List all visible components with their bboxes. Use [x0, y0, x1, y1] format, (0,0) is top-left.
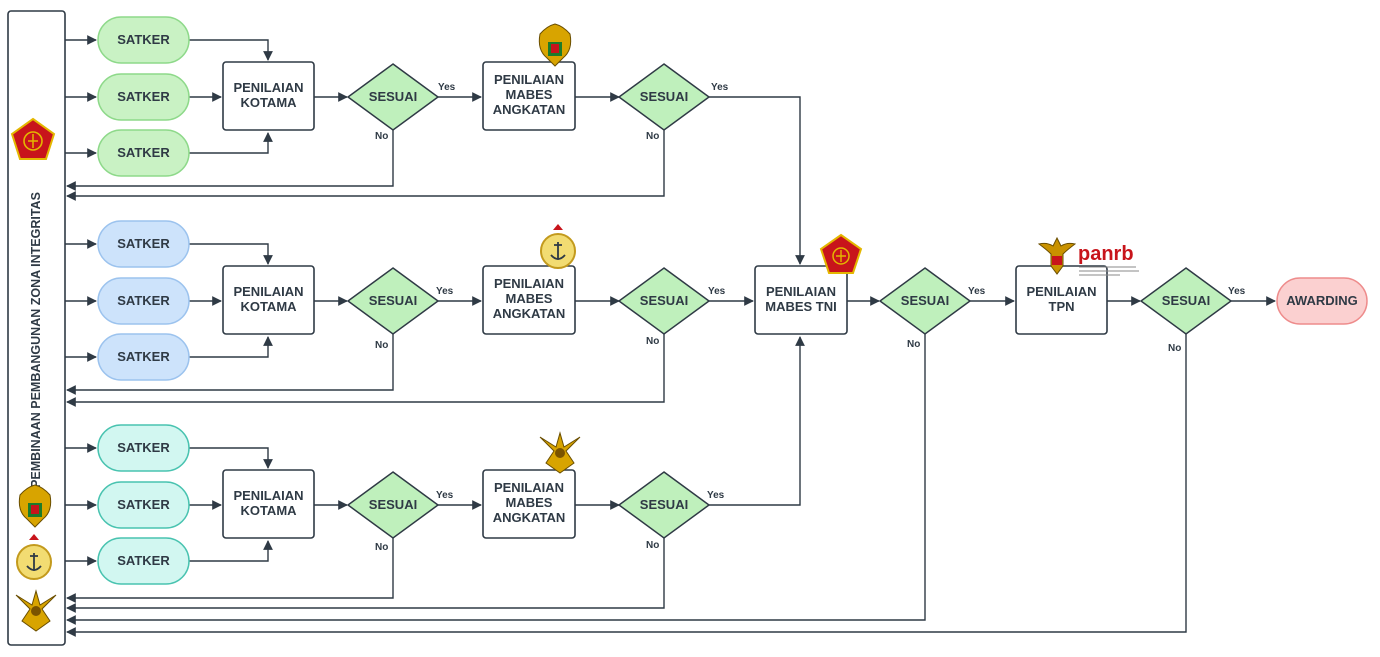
svg-text:SATKER: SATKER	[117, 440, 170, 455]
penilaian-mabes-angkatan-box[interactable]: PENILAIAN MABES ANGKATAN	[482, 61, 576, 131]
svg-text:SESUAI: SESUAI	[369, 89, 417, 104]
penilaian-kotama-box[interactable]: PENILAIAN KOTAMA	[222, 469, 315, 539]
sidebar-label: PEMBINAAN PEMBANGUNAN ZONA INTEGRITAS	[29, 192, 43, 488]
svg-text:SATKER: SATKER	[117, 553, 170, 568]
no-label: No	[375, 542, 388, 553]
no-label: No	[907, 339, 920, 350]
penilaian-mabes-tni-box[interactable]: PENILAIAN MABES TNI	[754, 265, 848, 335]
sesuai-decision[interactable]: SESUAI	[346, 471, 440, 539]
satker-node[interactable]: SATKER	[97, 220, 190, 268]
army-emblem-icon	[18, 484, 52, 528]
no-label: No	[646, 131, 659, 142]
awarding-node[interactable]: AWARDING	[1276, 277, 1368, 325]
sesuai-decision[interactable]: SESUAI	[617, 471, 711, 539]
penilaian-kotama-box[interactable]: PENILAIAN KOTAMA	[222, 61, 315, 131]
satker-node[interactable]: SATKER	[97, 16, 190, 64]
svg-text:SESUAI: SESUAI	[640, 497, 688, 512]
svg-text:PENILAIAN: PENILAIAN	[233, 284, 303, 299]
svg-text:TPN: TPN	[1049, 299, 1075, 314]
yes-label: Yes	[1228, 286, 1246, 297]
svg-text:SATKER: SATKER	[117, 293, 170, 308]
svg-text:SESUAI: SESUAI	[369, 293, 417, 308]
no-label: No	[375, 340, 388, 351]
tni-emblem-icon	[10, 117, 56, 160]
yes-label: Yes	[436, 490, 454, 501]
svg-text:MABES TNI: MABES TNI	[765, 299, 837, 314]
svg-text:KOTAMA: KOTAMA	[240, 95, 297, 110]
svg-text:SESUAI: SESUAI	[1162, 293, 1210, 308]
svg-text:PENILAIAN: PENILAIAN	[494, 276, 564, 291]
airforce-emblem-icon	[539, 431, 581, 474]
airforce-emblem-icon	[15, 589, 57, 632]
svg-text:ANGKATAN: ANGKATAN	[493, 306, 565, 321]
connectors	[65, 35, 1276, 637]
penilaian-kotama-box[interactable]: PENILAIAN KOTAMA	[222, 265, 315, 335]
garuda-emblem-icon	[1037, 236, 1077, 275]
yes-label: Yes	[438, 82, 456, 93]
row-navy: SATKER SATKER SATKER PENILAIAN KOTAMA SE…	[97, 220, 726, 381]
svg-text:PENILAIAN: PENILAIAN	[494, 480, 564, 495]
no-label: No	[646, 336, 659, 347]
sesuai-decision[interactable]: SESUAI	[346, 267, 440, 335]
sesuai-decision[interactable]: SESUAI	[346, 63, 440, 131]
sesuai-decision[interactable]: SESUAI	[878, 267, 972, 335]
svg-text:PENILAIAN: PENILAIAN	[766, 284, 836, 299]
svg-text:KOTAMA: KOTAMA	[240, 503, 297, 518]
satker-node[interactable]: SATKER	[97, 333, 190, 381]
yes-label: Yes	[968, 286, 986, 297]
svg-text:SATKER: SATKER	[117, 32, 170, 47]
svg-text:SATKER: SATKER	[117, 349, 170, 364]
satker-node[interactable]: SATKER	[97, 424, 190, 472]
sesuai-decision[interactable]: SESUAI	[617, 267, 711, 335]
penilaian-mabes-angkatan-box[interactable]: PENILAIAN MABES ANGKATAN	[482, 469, 576, 539]
svg-text:MABES: MABES	[506, 291, 553, 306]
sesuai-decision[interactable]: SESUAI	[617, 63, 711, 131]
row-airforce: SATKER SATKER SATKER PENILAIAN KOTAMA SE…	[97, 424, 725, 585]
svg-text:SESUAI: SESUAI	[640, 89, 688, 104]
navy-emblem-icon	[16, 534, 52, 580]
no-label: No	[375, 131, 388, 142]
satker-node[interactable]: SATKER	[97, 73, 190, 121]
svg-text:PENILAIAN: PENILAIAN	[1026, 284, 1096, 299]
sesuai-decision[interactable]: SESUAI	[1139, 267, 1233, 335]
tni-emblem-icon	[819, 233, 863, 274]
svg-text:PENILAIAN: PENILAIAN	[233, 80, 303, 95]
svg-text:SESUAI: SESUAI	[640, 293, 688, 308]
no-label: No	[646, 540, 659, 551]
army-emblem-icon	[538, 23, 572, 67]
navy-emblem-icon	[540, 224, 576, 269]
yes-label: Yes	[436, 286, 454, 297]
sidebar-panel	[7, 10, 66, 646]
svg-text:PENILAIAN: PENILAIAN	[233, 488, 303, 503]
svg-text:SATKER: SATKER	[117, 236, 170, 251]
penilaian-tpn-box[interactable]: PENILAIAN TPN	[1015, 265, 1108, 335]
panrb-logo: panrb	[1078, 243, 1139, 276]
svg-text:MABES: MABES	[506, 495, 553, 510]
svg-text:KOTAMA: KOTAMA	[240, 299, 297, 314]
penilaian-mabes-angkatan-box[interactable]: PENILAIAN MABES ANGKATAN	[482, 265, 576, 335]
svg-text:SATKER: SATKER	[117, 497, 170, 512]
svg-text:SATKER: SATKER	[117, 145, 170, 160]
svg-text:PENILAIAN: PENILAIAN	[494, 72, 564, 87]
row-army: SATKER SATKER SATKER PENILAIAN KOTAMA SE…	[97, 16, 729, 177]
yes-label: Yes	[711, 82, 729, 93]
yes-label: Yes	[707, 490, 725, 501]
yes-label: Yes	[708, 286, 726, 297]
svg-text:SESUAI: SESUAI	[901, 293, 949, 308]
no-label: No	[1168, 343, 1181, 354]
svg-text:SESUAI: SESUAI	[369, 497, 417, 512]
svg-text:ANGKATAN: ANGKATAN	[493, 102, 565, 117]
satker-node[interactable]: SATKER	[97, 537, 190, 585]
satker-node[interactable]: SATKER	[97, 277, 190, 325]
svg-text:AWARDING: AWARDING	[1286, 293, 1358, 308]
satker-node[interactable]: SATKER	[97, 481, 190, 529]
svg-text:ANGKATAN: ANGKATAN	[493, 510, 565, 525]
satker-node[interactable]: SATKER	[97, 129, 190, 177]
svg-text:panrb: panrb	[1078, 243, 1134, 265]
svg-text:SATKER: SATKER	[117, 89, 170, 104]
svg-text:MABES: MABES	[506, 87, 553, 102]
